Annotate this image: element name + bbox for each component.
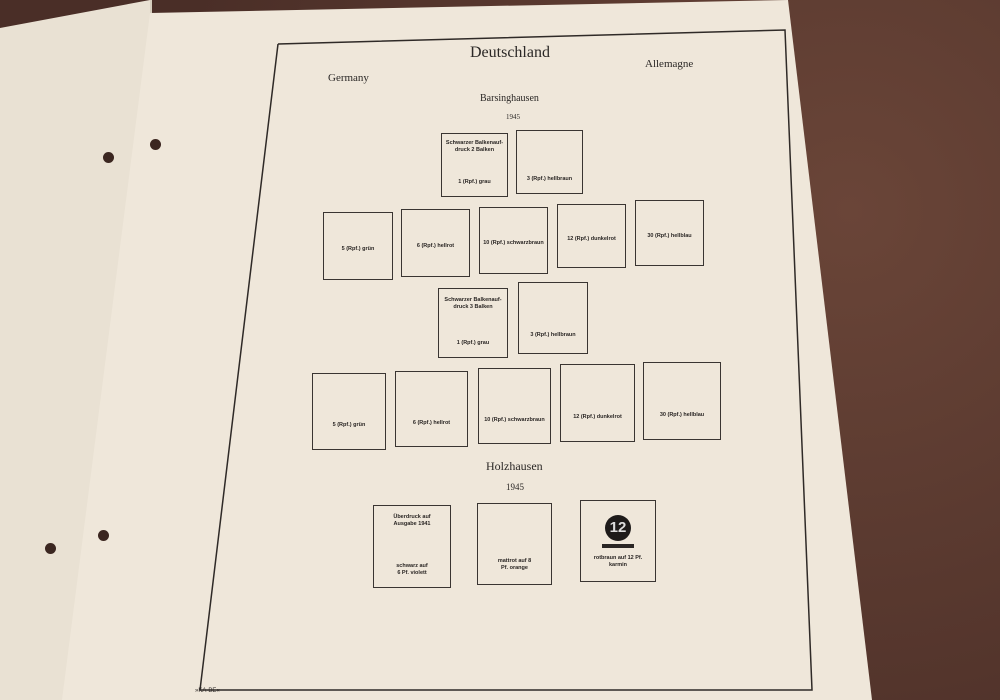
- stamp-illustration-coin: 12: [605, 515, 631, 541]
- stamp-slot: 12 rotbraun auf 12 Pf. karmin: [580, 500, 656, 582]
- stamp-caption: Schwarzer Balkenauf-druck 2 Balken: [445, 140, 504, 153]
- stamp-slot: Schwarzer Balkenauf-druck 3 Balken 1 (Rp…: [438, 288, 508, 358]
- section-heading: Barsinghausen: [480, 93, 539, 104]
- punch-hole: [98, 530, 109, 541]
- stamp-slot: 6 (Rpf.) hellrot: [395, 371, 468, 447]
- stamp-label: 10 (Rpf.) schwarzbraun: [484, 416, 545, 423]
- stamp-caption: Überdruck auf Ausgabe 1941: [393, 514, 431, 527]
- stamp-slot: 6 (Rpf.) hellrot: [401, 209, 470, 277]
- stamp-slot: Schwarzer Balkenauf-druck 2 Balken 1 (Rp…: [441, 133, 508, 197]
- stamp-label: rotbraun auf 12 Pf. karmin: [593, 555, 643, 568]
- stamp-slot: Überdruck auf Ausgabe 1941 schwarz auf 6…: [373, 505, 451, 588]
- section-year: 1945: [506, 113, 520, 121]
- section-year: 1945: [506, 482, 524, 492]
- stamp-label: 30 (Rpf.) hellblau: [659, 411, 705, 418]
- stamp-label: 10 (Rpf.) schwarzbraun: [483, 240, 544, 246]
- stamp-label: 12 (Rpf.) dunkelrot: [567, 235, 616, 242]
- stamp-slot: 10 (Rpf.) schwarzbraun: [479, 207, 548, 274]
- stamp-label: 6 (Rpf.) hellrot: [416, 242, 455, 249]
- stamp-label: 1 (Rpf.) grau: [458, 179, 491, 185]
- stamp-label: mattrot auf 8 Pf. orange: [497, 558, 532, 571]
- stamp-label: 6 (Rpf.) hellrot: [412, 419, 451, 426]
- stamp-label: 1 (Rpf.) grau: [456, 340, 490, 346]
- stamp-slot: 5 (Rpf.) grün: [323, 212, 393, 280]
- stamp-label: 12 (Rpf.) dunkelrot: [573, 413, 622, 420]
- stamp-slot: 10 (Rpf.) schwarzbraun: [478, 368, 551, 444]
- stamp-slot: 3 (Rpf.) hellbraun: [518, 282, 588, 354]
- stamp-slot: 30 (Rpf.) hellblau: [643, 362, 721, 440]
- page-title: Deutschland: [470, 44, 550, 61]
- stamp-caption: Schwarzer Balkenauf-druck 3 Balken: [444, 297, 502, 310]
- punch-hole: [45, 543, 56, 554]
- stamp-label: 30 (Rpf.) hellblau: [647, 232, 692, 239]
- stamp-slot: 5 (Rpf.) grün: [312, 373, 386, 450]
- stamp-slot: 12 (Rpf.) dunkelrot: [560, 364, 635, 442]
- stamp-slot: 3 (Rpf.) hellbraun: [516, 130, 583, 194]
- punch-hole: [103, 152, 114, 163]
- title-french: Allemagne: [645, 58, 694, 70]
- stamp-label: 3 (Rpf.) hellbraun: [530, 332, 576, 338]
- title-english: Germany: [328, 72, 369, 84]
- stamp-illustration-bar: [602, 544, 634, 548]
- stamp-label: 5 (Rpf.) grün: [332, 422, 366, 428]
- stamp-label: 5 (Rpf.) grün: [341, 245, 375, 252]
- publisher-mark: »KA-BE«: [195, 688, 220, 694]
- stamp-slot: 30 (Rpf.) hellblau: [635, 200, 704, 266]
- section-heading: Holzhausen: [486, 459, 543, 473]
- stamp-slot: 12 (Rpf.) dunkelrot: [557, 204, 626, 268]
- stamp-slot: mattrot auf 8 Pf. orange: [477, 503, 552, 585]
- stamp-label: schwarz auf 6 Pf. violett: [396, 563, 428, 576]
- stamp-label: 3 (Rpf.) hellbraun: [526, 176, 573, 182]
- punch-hole: [150, 139, 161, 150]
